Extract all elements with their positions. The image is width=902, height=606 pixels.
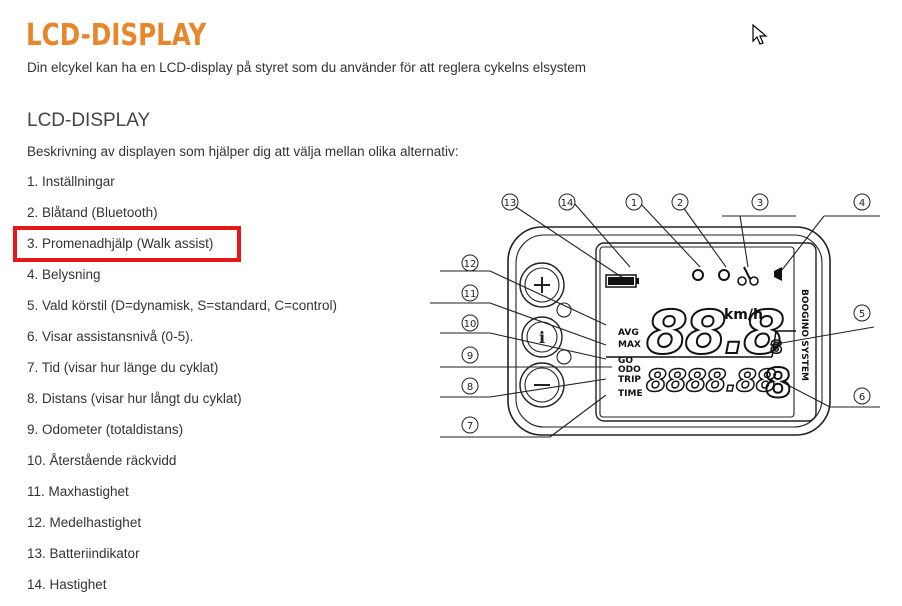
list-item: 8. Distans (visar hur långt du cyklat) — [27, 391, 242, 406]
label-avg: AVG — [618, 328, 639, 338]
odometer-display: 8888.88 — [646, 364, 776, 399]
callout-2: 2 — [677, 198, 683, 209]
page-title: LCD-DISPLAY — [26, 18, 207, 53]
assist-level-digit: 8 — [764, 361, 792, 407]
list-item: 2. Blåtand (Bluetooth) — [27, 205, 158, 220]
label-odo: ODO — [618, 365, 641, 375]
list-item: 12. Medelhastighet — [27, 515, 142, 530]
section-description: Beskrivning av displayen som hjälper dig… — [27, 144, 459, 159]
info-icon: i — [539, 328, 545, 347]
label-trip: TRIP — [618, 375, 641, 385]
section-heading: LCD-DISPLAY — [27, 110, 151, 131]
callout-6: 6 — [859, 392, 865, 403]
page-subtitle: Din elcykel kan ha en LCD-display på sty… — [27, 60, 587, 75]
list-item: 7. Tid (visar hur länge du cyklat) — [27, 360, 219, 375]
mouse-cursor-icon — [752, 24, 768, 45]
list-item: 9. Odometer (totaldistans) — [27, 422, 184, 437]
label-time: TIME — [618, 389, 643, 399]
list-item: 10. Återstående räckvidd — [27, 453, 177, 468]
callout-3: 3 — [757, 198, 763, 209]
bluetooth-icon — [718, 269, 730, 281]
callout-7: 7 — [467, 421, 473, 432]
settings-icon — [692, 269, 704, 281]
highlight-box — [13, 226, 241, 262]
callout-5: 5 — [859, 309, 865, 320]
walk-assist-icon — [737, 266, 759, 286]
list-item: 13. Batteriindikator — [27, 546, 140, 561]
callout-12: 12 — [464, 259, 477, 270]
list-item: 1. Inställningar — [27, 174, 115, 189]
callout-4: 4 — [859, 198, 865, 209]
callout-1: 1 — [631, 198, 637, 209]
callout-9: 9 — [467, 351, 473, 362]
lcd-diagram: 13 14 1 2 3 4 12 11 10 9 8 7 5 6 i — [430, 193, 880, 438]
list-item: 6. Visar assistansnivå (0-5). — [27, 329, 194, 344]
label-go: GO — [618, 356, 633, 366]
callout-13: 13 — [504, 198, 517, 209]
callout-10: 10 — [464, 319, 477, 330]
list-item: 4. Belysning — [27, 267, 101, 282]
list-item: 14. Hastighet — [27, 577, 107, 592]
brand-text: BOOGINO SYSTEM — [799, 289, 809, 381]
callout-11: 11 — [464, 289, 477, 300]
feature-list: 1. Inställningar 2. Blåtand (Bluetooth) … — [27, 172, 337, 606]
list-item-walk-assist: 3. Promenadhjälp (Walk assist) — [27, 236, 214, 251]
label-max: MAX — [618, 340, 641, 350]
list-item: 5. Vald körstil (D=dynamisk, S=standard,… — [27, 298, 338, 313]
callout-8: 8 — [467, 382, 473, 393]
speed-unit: km/h — [724, 307, 763, 323]
light-icon — [774, 267, 782, 281]
callout-14: 14 — [561, 198, 574, 209]
list-item: 11. Maxhastighet — [27, 484, 129, 499]
